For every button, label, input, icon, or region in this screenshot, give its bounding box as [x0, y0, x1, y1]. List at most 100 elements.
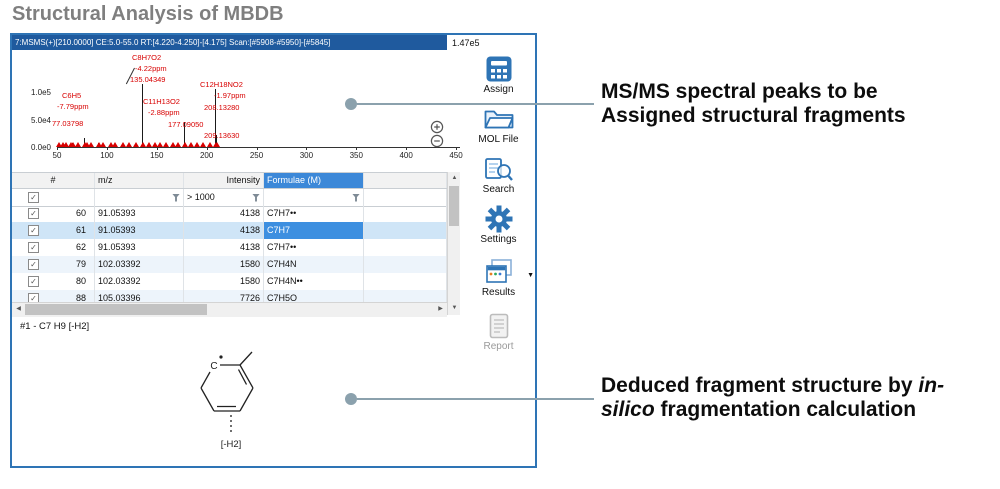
table-filter-row: ✓ > 1000 — [12, 189, 447, 207]
x-tick-label: 200 — [199, 151, 214, 160]
empty-cell — [364, 256, 447, 273]
peak-marker-icon — [62, 142, 69, 147]
peak-marker-icon — [132, 142, 139, 147]
peak-marker-icon — [69, 142, 76, 147]
mz-cell: 91.05393 — [95, 205, 184, 222]
empty-cell — [364, 290, 447, 302]
formula-cell[interactable]: C7H4N•• — [264, 273, 364, 290]
radical-dot — [219, 355, 223, 359]
scroll-up-icon[interactable]: ▲ — [451, 175, 458, 181]
scroll-down-icon[interactable]: ▼ — [451, 305, 458, 311]
filter-funnel-icon[interactable] — [252, 193, 260, 202]
row-checkbox[interactable]: ✓ — [28, 293, 39, 302]
intensity-cell: 1580 — [184, 256, 264, 273]
sidebar-button-label: Results — [481, 287, 516, 298]
mz-cell: 105.03396 — [95, 290, 184, 302]
row-checkbox[interactable]: ✓ — [28, 259, 39, 270]
peak-marker-icon — [55, 142, 62, 147]
empty-cell — [364, 222, 447, 239]
peak-marker-icon — [83, 142, 90, 147]
peak-marker-icon — [111, 142, 118, 147]
intensity-cell: 4138 — [184, 222, 264, 239]
intensity-cell: 4138 — [184, 205, 264, 222]
horizontal-scrollbar[interactable]: ◀ ▶ — [12, 302, 447, 317]
row-checkbox[interactable]: ✓ — [28, 208, 39, 219]
intensity-cell: 4138 — [184, 239, 264, 256]
formula-cell[interactable]: C7H5O — [264, 290, 364, 302]
y-tick-label: 1.0e5 — [30, 88, 51, 97]
empty-cell — [364, 239, 447, 256]
scroll-left-icon[interactable]: ◀ — [16, 306, 21, 312]
spectrum-header-bar[interactable]: 7:MSMS(+)[210.0000] CE:5.0-55.0 RT:[4.22… — [12, 35, 447, 50]
spectrum-zoom-controls[interactable] — [430, 120, 444, 153]
peak-annotation-ppm: -7.79ppm — [57, 102, 89, 111]
row-checkbox[interactable]: ✓ — [28, 276, 39, 287]
filter-funnel-icon[interactable] — [352, 193, 360, 202]
peak-annotation-ppm: -4.22ppm — [135, 64, 167, 73]
app-window: 7:MSMS(+)[210.0000] CE:5.0-55.0 RT:[4.22… — [10, 33, 537, 468]
fragment-result-label: #1 - C7 H9 [-H2] — [20, 321, 90, 332]
sidebar-button-label: Report — [483, 341, 514, 352]
peak-table: # m/z Intensity Formulae (M) ✓ > 1000 — [12, 172, 447, 317]
peak-marker-icon — [139, 142, 146, 147]
sidebar-button-label: Search — [482, 184, 515, 195]
table-header-row: # m/z Intensity Formulae (M) — [12, 173, 447, 189]
mz-cell: 102.03392 — [95, 256, 184, 273]
callout-line — [357, 398, 594, 400]
column-header-number[interactable]: # — [12, 173, 95, 188]
row-checkbox[interactable]: ✓ — [28, 242, 39, 253]
vertical-scrollbar[interactable]: ▲ ▼ — [447, 172, 460, 315]
horizontal-scroll-thumb[interactable] — [25, 304, 207, 315]
intensity-filter-value[interactable]: > 1000 — [187, 192, 215, 202]
peak-marker-icon — [151, 142, 158, 147]
sidebar-button-mol-file[interactable]: MOL File — [460, 105, 537, 145]
sidebar-button-assign[interactable]: Assign — [460, 55, 537, 95]
x-tick-label: 450 — [449, 151, 463, 160]
formula-filter-cell — [264, 189, 364, 206]
search-documents-icon — [460, 155, 537, 183]
vertical-scroll-thumb[interactable] — [449, 186, 459, 226]
peak-marker-icon — [87, 142, 94, 147]
row-number: 88 — [75, 293, 86, 302]
peak-annotation-formula: C11H13O2 — [143, 97, 180, 106]
column-header-formulae[interactable]: Formulae (M) — [264, 173, 364, 188]
atom-label: C — [210, 361, 217, 372]
formula-cell[interactable]: C7H7•• — [264, 205, 364, 222]
peak-annotation-mz: 209.13630 — [204, 131, 240, 140]
select-all-checkbox[interactable]: ✓ — [28, 192, 39, 203]
row-number-cell: ✓ 79 — [12, 256, 95, 273]
intensity-cell: 7726 — [184, 290, 264, 302]
filter-checkbox-cell: ✓ — [12, 189, 95, 206]
column-header-mz[interactable]: m/z — [95, 173, 184, 188]
callout-line — [357, 103, 594, 105]
calculator-icon — [460, 55, 537, 83]
sidebar-button-settings[interactable]: Settings — [460, 205, 537, 245]
filter-funnel-icon[interactable] — [172, 193, 180, 202]
x-tick-label: 150 — [150, 151, 164, 160]
row-checkbox[interactable]: ✓ — [28, 225, 39, 236]
formula-cell[interactable]: C7H7•• — [264, 239, 364, 256]
empty-cell — [364, 205, 447, 222]
sidebar-button-results[interactable]: Results ▼ — [460, 258, 537, 298]
row-number: 79 — [75, 259, 86, 269]
peak-annotation-mz: 208.13280 — [204, 103, 240, 112]
dropdown-arrow-icon[interactable]: ▼ — [527, 272, 534, 279]
sidebar-button-search[interactable]: Search — [460, 155, 537, 195]
column-header-intensity[interactable]: Intensity — [184, 173, 264, 188]
x-tick-label: 250 — [249, 151, 264, 160]
formula-cell[interactable]: C7H4N — [264, 256, 364, 273]
scroll-right-icon[interactable]: ▶ — [438, 306, 443, 312]
formula-cell[interactable]: C7H7 — [264, 222, 364, 239]
intensity-filter-cell[interactable]: > 1000 — [184, 189, 264, 206]
row-number-cell: ✓80 — [12, 273, 95, 290]
